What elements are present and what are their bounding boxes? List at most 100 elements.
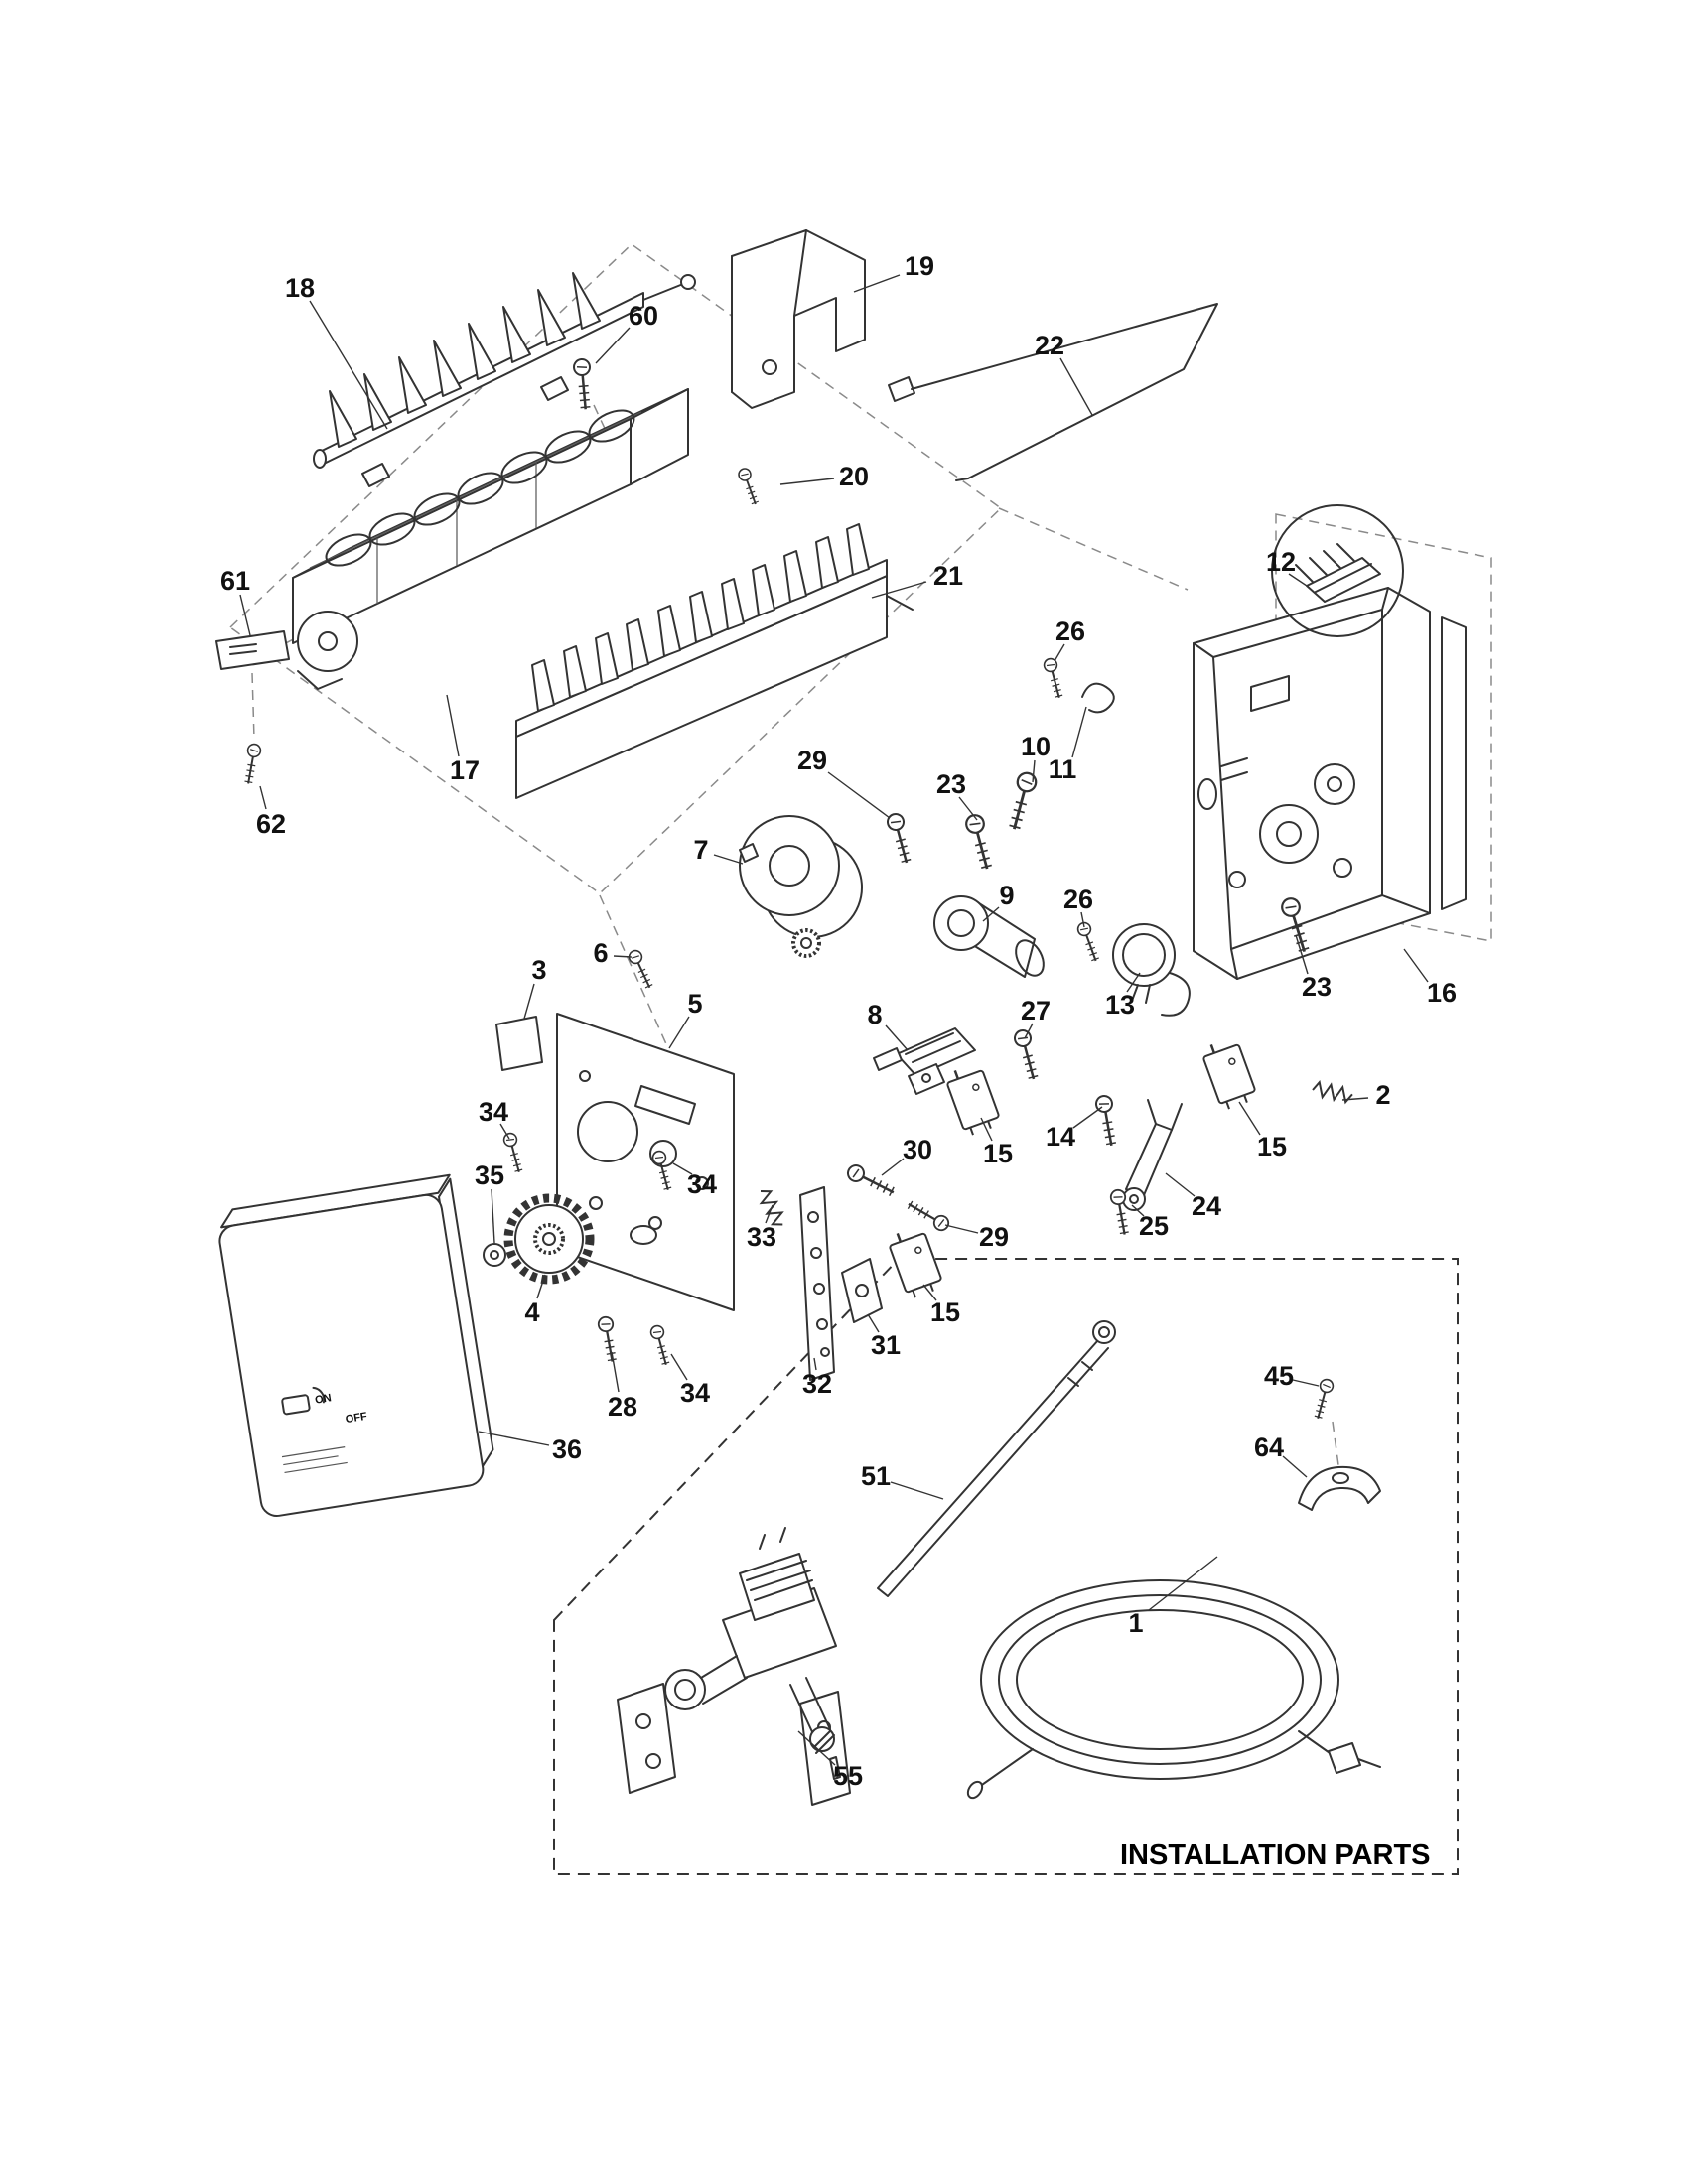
part-screw-28 [582,1312,634,1366]
callout-34: 34 [680,1378,710,1408]
callout-45: 45 [1264,1361,1294,1391]
part-drive-gear [503,1193,595,1285]
callout-leader-27 [1024,1023,1034,1039]
part-switch-plate [841,1258,883,1323]
callout-25: 25 [1139,1211,1169,1241]
part-actuator-lever [1122,1099,1183,1211]
part-mounting-clip [215,630,290,670]
part-screw-20 [728,466,771,507]
callout-leader-2 [1341,1097,1369,1101]
part-tube-clamp [1298,1465,1381,1511]
part-cover-bracket [731,229,866,409]
callout-leader-15 [1238,1101,1261,1136]
callout-leader-24 [1165,1172,1196,1197]
callout-leader-4 [536,1274,546,1299]
callout-11: 11 [1049,754,1077,784]
callout-22: 22 [1035,331,1064,360]
callout-4: 4 [524,1297,539,1327]
callout-leader-9 [982,906,1000,922]
callout-35: 35 [475,1160,504,1190]
part-screw-26b [1066,919,1111,965]
callout-62: 62 [256,809,286,839]
part-switch-15c [885,1223,946,1301]
part-screw-27 [998,1025,1055,1083]
callout-leader-29 [944,1224,979,1234]
callout-leader-23 [1295,934,1309,975]
part-screw-26a [1031,655,1077,701]
installation-parts-label: INSTALLATION PARTS [1120,1840,1431,1871]
part-switch-15b [1198,1034,1260,1113]
callout-23: 23 [936,769,966,799]
part-switch-15a [942,1060,1004,1139]
callout-leader-36 [478,1431,550,1446]
callout-leader-5 [668,1016,690,1049]
callout-27: 27 [1021,996,1051,1025]
callout-33: 33 [747,1222,776,1252]
part-label [495,1016,543,1071]
callout-18: 18 [285,273,315,303]
callout-leader-61 [239,594,251,636]
callout-61: 61 [220,566,250,596]
callout-23: 23 [1302,972,1332,1002]
callout-8: 8 [867,1000,882,1029]
callout-leader-11 [1071,706,1087,758]
callout-leader-10 [1032,759,1036,783]
part-wire-clip [1081,682,1115,714]
callout-34: 34 [687,1169,717,1199]
callout-1: 1 [1128,1608,1143,1638]
installation-parts-box [553,1258,1459,1875]
part-front-cover: ON OFF [218,1173,494,1518]
part-screw-34c [637,1322,684,1368]
part-support-bracket [799,1186,835,1381]
part-wiring-connector-detail [1271,504,1404,637]
part-screw-14 [1077,1091,1137,1150]
callout-leader-7 [713,854,744,865]
callout-32: 32 [802,1369,832,1399]
part-fill-tube [877,1320,1116,1597]
callout-leader-34 [670,1353,688,1381]
callout-10: 10 [1021,732,1051,761]
callout-leader-17 [446,694,460,757]
callout-24: 24 [1192,1191,1221,1221]
callout-leader-20 [779,478,835,485]
callout-leader-16 [1403,948,1429,983]
part-water-tubing-coil [966,1579,1381,1800]
callout-29: 29 [979,1222,1009,1252]
part-water-valve [617,1527,851,1806]
callout-15: 15 [930,1297,960,1327]
callout-64: 64 [1254,1433,1284,1462]
part-mounting-plate [556,1013,735,1311]
part-screw-29a [871,809,928,867]
callout-29: 29 [797,746,827,775]
callout-21: 21 [933,561,963,591]
callout-9: 9 [999,881,1014,910]
callout-leader-12 [1288,573,1308,587]
part-solenoid [873,1027,976,1095]
callout-26: 26 [1063,885,1093,914]
part-washer [483,1243,506,1267]
callout-leader-30 [881,1158,905,1176]
callout-leader-8 [885,1024,909,1051]
part-ice-mold [292,388,689,690]
callout-36: 36 [552,1434,582,1464]
callout-leader-34 [672,1162,693,1175]
callout-leader-28 [611,1351,620,1393]
callout-3: 3 [531,955,546,985]
callout-51: 51 [861,1461,891,1491]
callout-leader-15 [922,1284,937,1301]
part-screw-6 [620,947,663,991]
part-ejector-rake [313,272,696,487]
callout-15: 15 [1257,1132,1287,1161]
callout-leader-60 [595,327,631,364]
callout-leader-14 [1072,1106,1103,1129]
callout-28: 28 [608,1392,637,1422]
callout-30: 30 [903,1135,932,1164]
part-shutoff-arm [888,303,1218,481]
callout-7: 7 [693,835,708,865]
callout-leader-29 [827,771,891,819]
callout-5: 5 [687,989,702,1019]
callout-leader-45 [1292,1379,1320,1387]
callout-leader-26 [1054,643,1065,662]
